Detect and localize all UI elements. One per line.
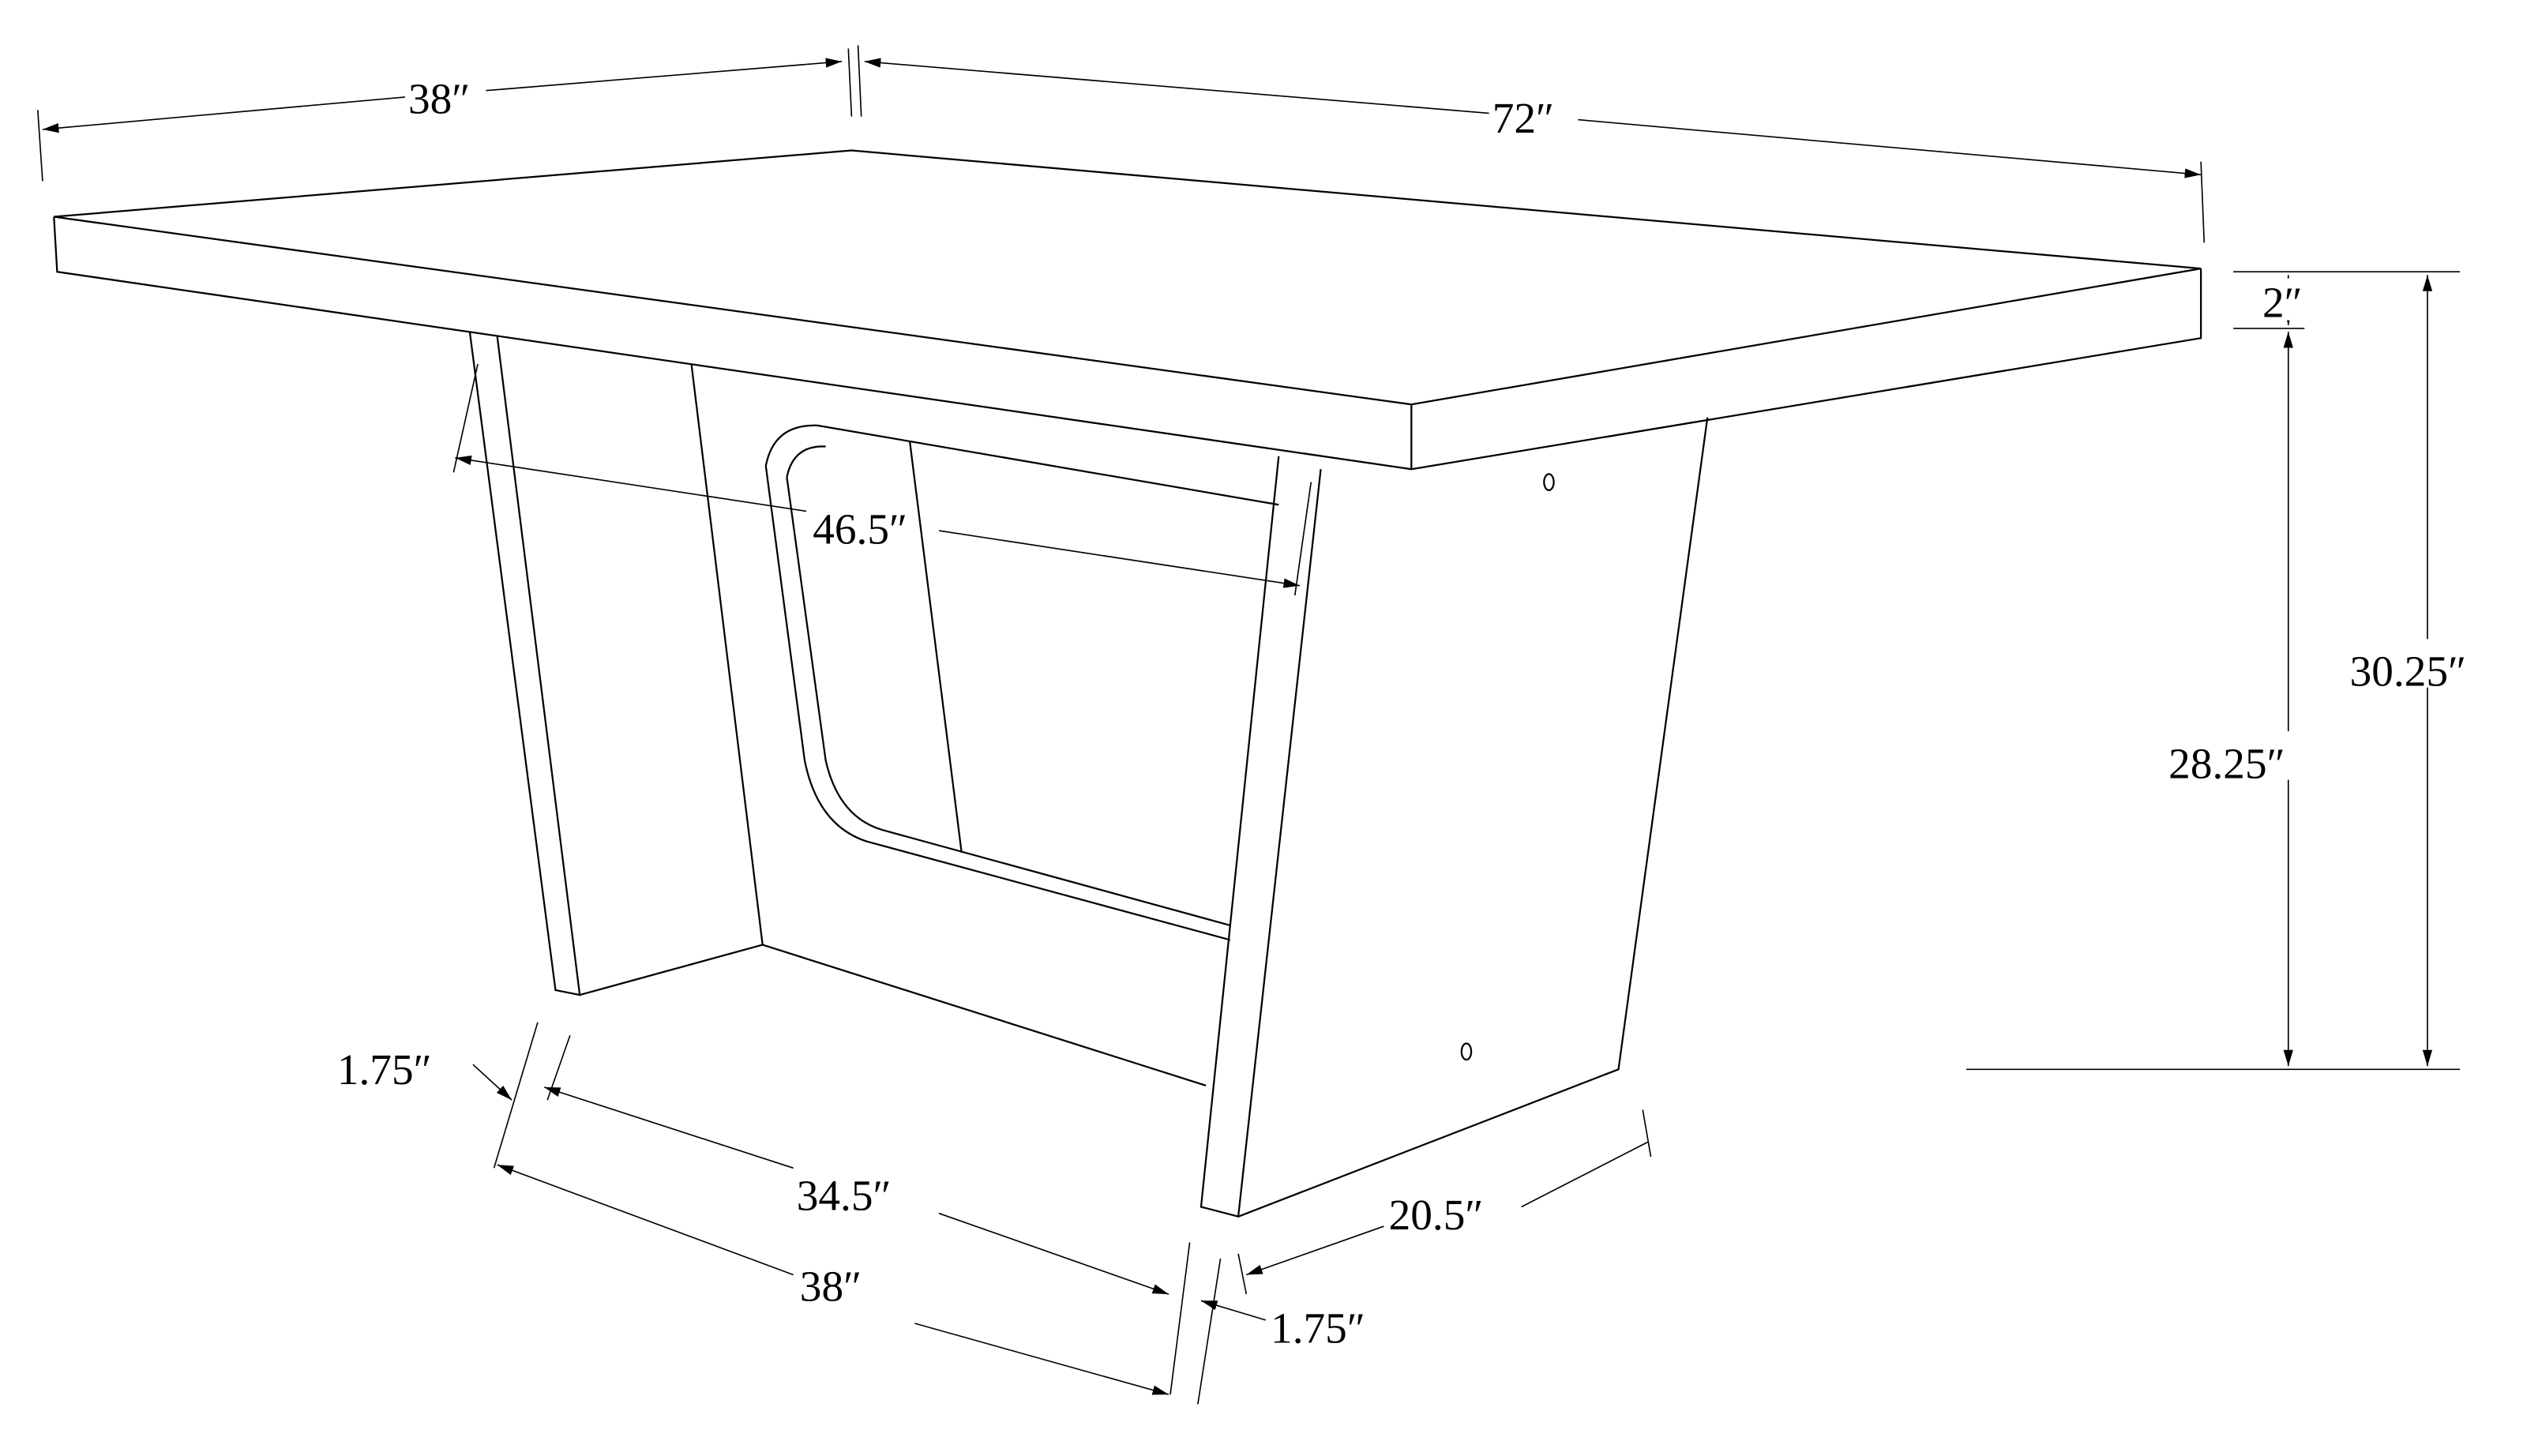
label-top-thickness: 2″ (2262, 279, 2303, 327)
label-base-depth-inner: 34.5″ (797, 1172, 892, 1220)
label-foot-width: 20.5″ (1389, 1191, 1484, 1239)
label-overall-height: 30.25″ (2350, 647, 2467, 696)
dim-base-span: 46.5″ (452, 363, 1312, 596)
label-top-depth: 38″ (408, 74, 470, 122)
bolt-hole-icon (1460, 1042, 1473, 1061)
label-panel-thickness-left: 1.75″ (337, 1045, 432, 1094)
table-top (53, 149, 2202, 471)
label-base-height: 28.25″ (2168, 740, 2285, 788)
bolt-hole-icon (1543, 473, 1555, 491)
dim-bottom: 1.75″ 34.5″ 38″ 1.75″ 20.5″ (337, 1022, 1652, 1405)
label-panel-thickness-right: 1.75″ (1271, 1304, 1365, 1353)
label-base-depth-outer: 38″ (800, 1262, 862, 1310)
dim-top-length: 72″ (864, 58, 2206, 243)
label-base-span: 46.5″ (813, 505, 907, 553)
pedestal-base (468, 331, 1709, 1218)
dim-heights: 2″ 30.25″ 28.25″ (1966, 271, 2483, 1071)
label-top-length: 72″ (1492, 94, 1554, 142)
dim-top-depth: 38″ (36, 45, 862, 182)
